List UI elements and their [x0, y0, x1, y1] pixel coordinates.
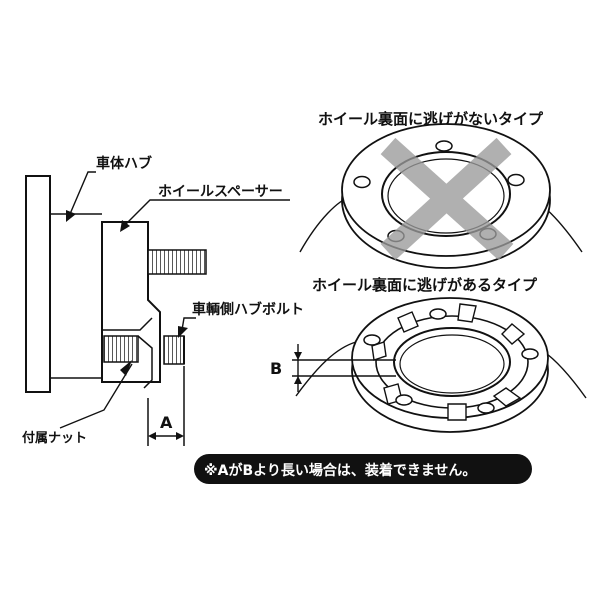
bolt-hole [429, 308, 447, 320]
title-no-relief: ホイール裏面に逃げがないタイプ [318, 110, 544, 128]
warning-banner: ※AがBより長い場合は、装着できません。 [194, 454, 532, 484]
label-vehicle-hub-bolt: 車輌側ハブボルト [192, 301, 304, 318]
dim-b-label: B [270, 359, 282, 378]
nut-recess [102, 317, 153, 331]
bolt-hole [477, 402, 495, 414]
included-nut [103, 335, 139, 363]
vehicle-hub-bolt [163, 335, 185, 365]
bolt-hole [507, 173, 525, 187]
label-vehicle-hub: 車体ハブ [96, 155, 152, 172]
dim-a-label: A [160, 413, 173, 432]
vehicle-hub-plate [25, 175, 51, 393]
not-compatible-cross-mark [380, 137, 514, 261]
label-included-nut: 付属ナット [22, 430, 87, 446]
bolt-hole [353, 175, 371, 189]
wheel-surface-left [295, 341, 357, 397]
flange-with-relief: ホイール裏面に逃げがあるタイプ [270, 276, 587, 433]
bolt-hole [363, 334, 381, 346]
bolt-hole [435, 140, 453, 152]
title-with-relief: ホイール裏面に逃げがあるタイプ [312, 276, 538, 294]
center-bore [393, 327, 511, 397]
bolt-hole [395, 394, 413, 406]
leader-vehicle-bolt [181, 317, 196, 331]
leader-nut [59, 363, 133, 429]
flange-no-relief: ホイール裏面に逃げがないタイプ [299, 110, 583, 269]
cross-section-diagram: A 車体ハブ ホイールスペーサー 車輌側ハブボルト 付属ナット [22, 155, 304, 446]
spacer-stud-bolt [147, 249, 207, 275]
bolt-holes [363, 308, 539, 414]
leader-hub [69, 171, 96, 215]
bolt-hole [521, 348, 539, 360]
warning-text: ※AがBより長い場合は、装着できません。 [204, 462, 476, 479]
label-wheel-spacer: ホイールスペーサー [158, 184, 283, 200]
leader-spacer [125, 199, 290, 225]
